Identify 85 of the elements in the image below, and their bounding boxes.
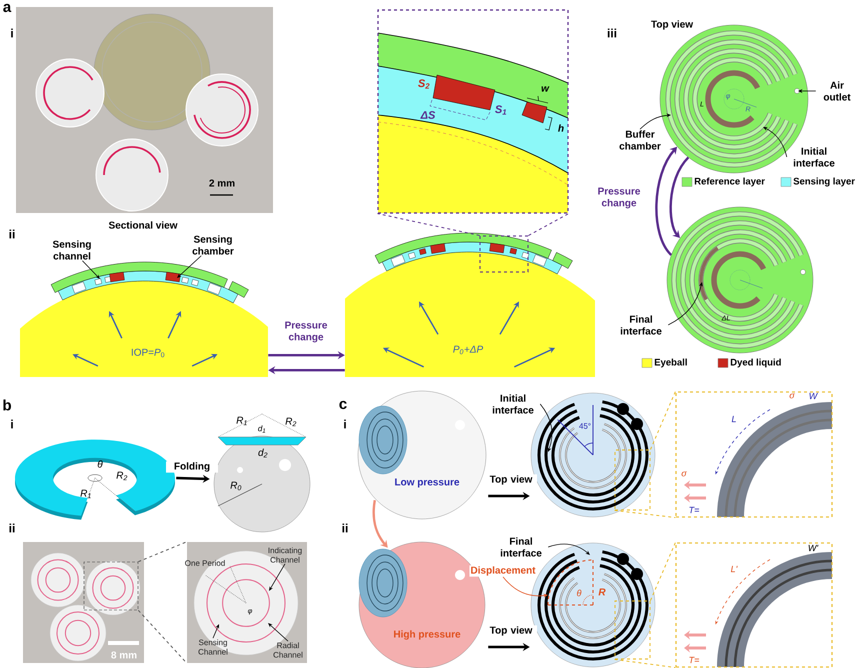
symbol-label: θ xyxy=(577,590,582,596)
lens-photo xyxy=(16,7,273,213)
symbol-label: d$_{2}$ xyxy=(258,448,268,458)
symbol-label: W xyxy=(810,392,818,400)
symbol-label: σ xyxy=(790,394,795,398)
symbol-label: R$_{1}$ xyxy=(236,416,247,426)
zoom-line xyxy=(614,510,676,518)
edge-label: Pressure change xyxy=(591,186,647,210)
annotation-text: Final interface xyxy=(500,537,542,557)
panel-label: i xyxy=(344,420,346,428)
symbol-label: R xyxy=(598,588,606,596)
annotation-text: Buffer chamber xyxy=(620,130,661,150)
symbol-label: θ xyxy=(98,460,103,468)
symbol-label: σ xyxy=(682,472,687,476)
scale-label: 8 mm xyxy=(111,651,136,659)
zoom-line xyxy=(138,541,188,562)
annotation-text: Indicating Channel xyxy=(268,547,302,563)
symbol-label: T= xyxy=(689,656,700,664)
zoom-line xyxy=(528,213,570,236)
legend-label: Reference layer xyxy=(694,178,765,186)
annotation-text: Air outlet xyxy=(824,81,850,101)
zoomed-section-drawing xyxy=(377,9,569,214)
top-view-drawing xyxy=(666,206,814,354)
channel-drawing xyxy=(675,542,833,668)
ring-drawing xyxy=(15,440,175,520)
panel-label: ii xyxy=(342,524,348,532)
eyeball-drawing: Low pressure xyxy=(358,390,486,520)
annotation-text: Sensing channel xyxy=(52,240,91,260)
leader-line xyxy=(548,544,590,555)
lens-photo xyxy=(187,542,307,663)
view-title: Top view xyxy=(651,20,694,30)
symbol-label: w xyxy=(542,86,550,92)
zoom-frame xyxy=(84,562,138,610)
symbol-label: S$_{1}$ xyxy=(495,105,506,115)
annotation-text: One Period xyxy=(185,560,225,566)
panel-label: ii xyxy=(10,230,14,238)
zoom-frame xyxy=(480,236,528,272)
annotation-text: Final interface xyxy=(620,315,662,335)
annotation-text: Displacement xyxy=(470,565,537,577)
panel-label: a xyxy=(3,4,12,12)
symbol-label: L' xyxy=(730,566,738,572)
symbol-label: S$_{2}$ xyxy=(418,79,430,89)
zoom-frame xyxy=(614,600,650,660)
annotation-text: Initial interface xyxy=(492,394,534,414)
edge-label: Top view xyxy=(485,625,537,637)
symbol-label: R$_{2}$ xyxy=(116,472,128,480)
symbol-label: R$_{1}$ xyxy=(80,490,91,498)
annotation-text: Initial interface xyxy=(794,147,834,167)
lens-photo xyxy=(23,542,144,663)
symbol-label: 45° xyxy=(579,423,591,429)
zoom-frame xyxy=(614,450,650,510)
symbol-label: L xyxy=(732,416,736,422)
arrow xyxy=(669,156,690,238)
panel-label: ii xyxy=(10,524,14,532)
eye-section-drawing: P$_{0}$+ΔP xyxy=(345,232,595,377)
leader-line xyxy=(268,623,288,642)
zoom-line xyxy=(138,610,188,664)
eye-section-drawing: IOP=P$_{0}$ xyxy=(20,262,268,377)
sphere-drawing xyxy=(214,414,310,532)
annotation-text: Radial Channel xyxy=(274,642,302,658)
panel-label: iii xyxy=(608,28,616,38)
edge-label: Pressure change xyxy=(278,320,334,344)
legend-label: Dyed liquid xyxy=(730,358,781,368)
annotation-text: Sensing Channel xyxy=(198,639,228,655)
annotation-text: Sensing chamber xyxy=(192,235,234,255)
symbol-label: W' xyxy=(808,544,818,552)
symbol-label: R$_{2}$ xyxy=(286,418,296,426)
panel-label: b xyxy=(3,400,11,410)
scale-label: 2 mm xyxy=(209,180,234,186)
edge-label: Top view xyxy=(485,474,537,486)
zoom-line xyxy=(650,542,676,601)
symbol-label: ΔS xyxy=(420,111,436,119)
leader-line xyxy=(82,260,100,279)
zoom-line xyxy=(614,659,676,668)
symbol-label: h xyxy=(558,124,564,132)
channel-drawing xyxy=(675,391,833,518)
legend-label: Sensing layer xyxy=(793,178,855,186)
symbol-label: T= xyxy=(689,506,700,514)
leader-line xyxy=(177,255,202,278)
edge-label: Folding xyxy=(166,461,218,473)
legend-label: Eyeball xyxy=(654,358,687,368)
panel-label: i xyxy=(11,420,13,428)
zoom-line xyxy=(650,391,676,450)
symbol-label: R$_{0}$ xyxy=(230,482,242,490)
panel-label: c xyxy=(339,400,347,410)
